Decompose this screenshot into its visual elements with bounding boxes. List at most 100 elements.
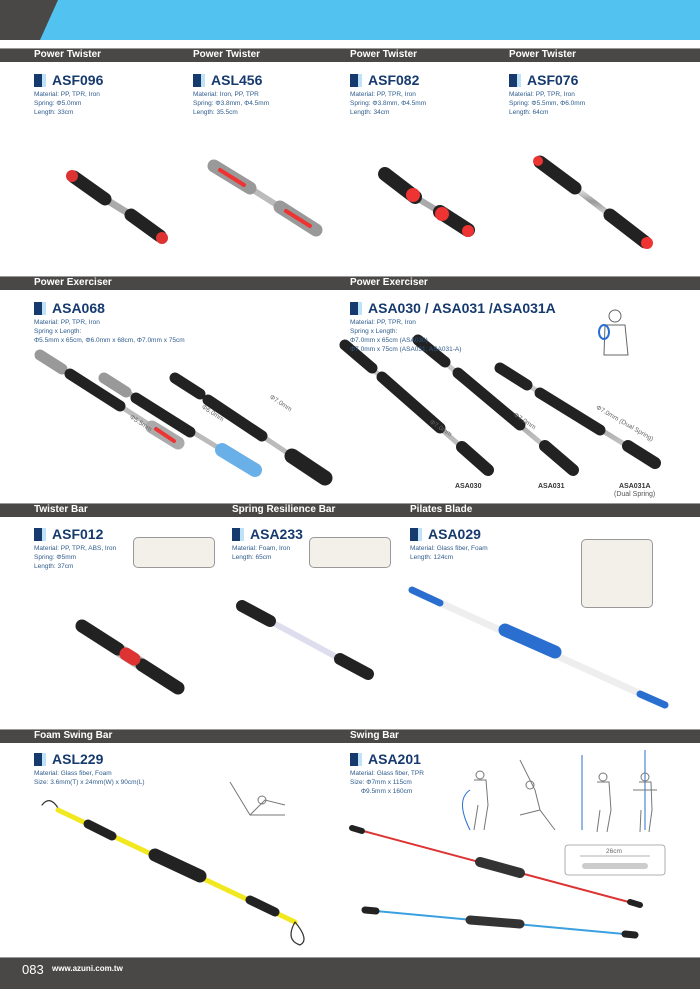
title-marker-icon (509, 73, 521, 87)
section-bar-power-twister (0, 48, 700, 62)
section-header: Swing Bar (350, 730, 399, 741)
title-marker-icon (350, 73, 362, 87)
spec-line: Length: 37cm (34, 563, 74, 570)
section-header: Foam Swing Bar (34, 730, 113, 741)
asf096-image (66, 170, 168, 244)
footer-bar (0, 957, 700, 989)
title-marker-icon (232, 527, 244, 541)
asa029-image (408, 586, 669, 709)
code-text: ASA029 (428, 526, 481, 542)
section-header: Power Twister (509, 49, 577, 60)
title-marker-icon (193, 73, 205, 87)
corner-tab (0, 0, 58, 40)
product-code: ASF096 (34, 72, 103, 88)
dimension-label: 26cm (606, 848, 622, 855)
code-text: ASF082 (368, 72, 420, 88)
product-code: ASA233 (232, 526, 303, 542)
section-header: Power Twister (350, 49, 418, 60)
product-code: ASF082 (350, 72, 419, 88)
spec-line: Material: PP, TPR, Iron (509, 91, 575, 98)
spec-line: Material: Glass fiber, TPR (350, 770, 424, 777)
spec-line: Φ9.5mm x 160cm (350, 788, 413, 795)
title-marker-icon (34, 527, 46, 541)
spec-line: Φ7.0mm x 75cm (ASA031, ASA031-A) (350, 346, 462, 353)
title-marker-icon (410, 527, 422, 541)
spec-line: Material: Foam, Iron (232, 545, 291, 552)
swing-bar-size-box (564, 844, 666, 876)
spec-line: Material: PP, TPR, Iron (350, 91, 416, 98)
section-header: Twister Bar (34, 504, 88, 515)
section-header: Power Exerciser (34, 277, 112, 288)
product-code: ASA029 (410, 526, 481, 542)
code-text: ASA233 (250, 526, 303, 542)
product-code: ASL229 (34, 751, 103, 767)
code-text: ASA068 (52, 300, 105, 316)
title-marker-icon (34, 301, 46, 315)
model-label: ASA031A (619, 483, 651, 490)
code-text: ASF096 (52, 72, 104, 88)
product-code: ASA068 (34, 300, 105, 316)
asa030-image (339, 334, 661, 476)
section-header: Power Exerciser (350, 277, 428, 288)
spec-line: Length: 34cm (350, 109, 390, 116)
spec-line: Length: 35.5cm (193, 109, 238, 116)
spec-line: Spring: Φ5mm (34, 554, 77, 561)
section-header: Pilates Blade (410, 504, 473, 515)
asl456-image (207, 159, 323, 237)
spec-line: Spring: Φ5.5mm, Φ6.0mm (509, 100, 586, 107)
spec-line: Material: Iron, PP, TPR (193, 91, 259, 98)
code-text: ASF076 (527, 72, 579, 88)
spec-line: Spring x Length: (350, 328, 398, 335)
website-link[interactable]: www.azuni.com.tw (52, 964, 123, 973)
spec-line: Length: 33cm (34, 109, 74, 116)
asa233-usage-photo (309, 537, 391, 568)
code-text: ASA201 (368, 751, 421, 767)
product-specs: Material: Iron, PP, TPR Spring: Φ3.8mm, Φ… (193, 90, 269, 117)
code-text: ASA030 / ASA031 /ASA031A (368, 300, 556, 316)
code-text: ASF012 (52, 526, 104, 542)
asf012-image (75, 619, 185, 695)
product-code: ASA030 / ASA031 /ASA031A (350, 300, 556, 316)
spec-line: Φ5.5mm x 65cm, Φ6.0mm x 68cm, Φ7.0mm x 7… (34, 337, 185, 344)
model-label: ASA030 (455, 483, 482, 490)
spec-line: Spring: Φ3.8mm, Φ4.5mm (193, 100, 270, 107)
model-note: (Dual Spring) (614, 491, 656, 498)
spec-line: Material: Glass fiber, Foam (34, 770, 112, 777)
asf012-usage-photo (133, 537, 215, 568)
code-text: ASL456 (211, 72, 263, 88)
exerciser-person-figure (598, 309, 629, 356)
spec-line: Material: PP, TPR, Iron (34, 91, 100, 98)
section-bar-twister (0, 503, 700, 517)
code-text: ASL229 (52, 751, 104, 767)
spec-line: Material: Glass fiber, Foam (410, 545, 488, 552)
section-bar-power-exerciser (0, 276, 700, 290)
asa201-image (349, 825, 643, 939)
spec-line: Material: PP, TPR, Iron (34, 319, 100, 326)
top-banner (0, 0, 700, 40)
product-specs: Material: Glass fiber, TPR Size: Φ7mm x 1… (350, 769, 424, 796)
section-header: Power Twister (193, 49, 261, 60)
section-header: Power Twister (34, 49, 102, 60)
swing-bar-person-figures (462, 750, 657, 833)
spec-line: Length: 124cm (410, 554, 454, 561)
section-header: Spring Resilience Bar (232, 504, 336, 515)
spec-line: Material: PP, TPR, Iron (350, 319, 416, 326)
foam-swing-person-figure (229, 781, 286, 816)
product-code: ASL456 (193, 72, 262, 88)
spec-line: Spring: Φ3.8mm, Φ4.5mm (350, 100, 427, 107)
product-code: ASF076 (509, 72, 578, 88)
asa233-image (236, 600, 374, 680)
model-label: ASA031 (538, 483, 565, 490)
spec-line: Size: Φ7mm x 115cm (350, 779, 412, 786)
section-bar-swing (0, 729, 700, 743)
title-marker-icon (350, 301, 362, 315)
asf076-image (533, 155, 653, 249)
